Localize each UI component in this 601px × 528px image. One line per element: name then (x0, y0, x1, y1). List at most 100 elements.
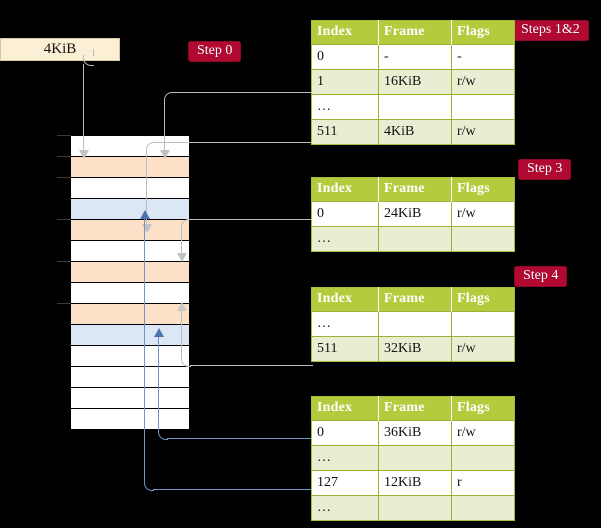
table-cell: 24KiB (378, 201, 452, 227)
table-cell: - (378, 44, 452, 70)
connector-steps12-vertical (164, 100, 165, 155)
table-cell: 4KiB (378, 119, 452, 145)
table-cell (378, 226, 452, 252)
connector-step0-vertical (83, 64, 84, 154)
column-header-frame: Frame (378, 396, 452, 421)
table-cell: 1 (311, 69, 379, 95)
column-header-flags: Flags (451, 177, 515, 202)
memory-frame-row (71, 283, 189, 304)
column-header-index: Index (311, 287, 379, 312)
memory-frame-row (71, 220, 189, 241)
table-cell: r (451, 470, 515, 496)
connector-corner (146, 142, 156, 152)
memory-frame-row (71, 409, 189, 430)
column-header-frame: Frame (378, 20, 452, 45)
memory-tick (57, 303, 71, 304)
table-cell: … (311, 311, 379, 337)
connector-step4-horizontal (190, 365, 313, 366)
connector-blue2-horizontal (153, 489, 313, 490)
table-row: … (311, 94, 515, 120)
connector-step4-vertical (181, 311, 182, 358)
table-cell (451, 311, 515, 337)
memory-frame-row (71, 388, 189, 409)
table-cell (378, 94, 452, 120)
table-row: … (311, 445, 515, 471)
table-cell (378, 495, 452, 521)
table-cell: 12KiB (378, 470, 452, 496)
table-cell: r/w (451, 119, 515, 145)
column-header-frame: Frame (378, 287, 452, 312)
memory-frame-row (71, 262, 189, 283)
memory-frame-row (71, 199, 189, 220)
connector-corner (181, 357, 191, 367)
table-row: 0-- (311, 44, 515, 70)
table-cell: r/w (451, 336, 515, 362)
table-cell: 511 (311, 119, 379, 145)
memory-frame-row (71, 367, 189, 388)
table-cell: 127 (311, 470, 379, 496)
table-row: … (311, 495, 515, 521)
connector-step3-horizontal (190, 219, 313, 220)
column-header-flags: Flags (451, 20, 515, 45)
memory-frame-row (71, 241, 189, 262)
arrow-down-icon (160, 150, 170, 159)
table-cell: … (311, 226, 379, 252)
connector-steps12b-vertical (146, 150, 147, 228)
table-cell: r/w (451, 201, 515, 227)
column-header-index: Index (311, 177, 379, 202)
memory-frame-row (71, 304, 189, 325)
table-cell (451, 445, 515, 471)
memory-frame-row (71, 157, 189, 178)
memory-frame-row (71, 178, 189, 199)
arrow-up-icon (154, 328, 164, 337)
arrow-up-icon (140, 210, 150, 219)
connector-corner (83, 55, 94, 66)
table-cell: … (311, 94, 379, 120)
connector-corner (144, 481, 154, 491)
table-cell: … (311, 495, 379, 521)
source-frame-label: 4KiB (0, 38, 120, 61)
memory-frame-row (71, 346, 189, 367)
connector-corner (181, 219, 191, 229)
table-cell (451, 226, 515, 252)
connector-step0-vertical (93, 49, 94, 56)
table-cell (378, 445, 452, 471)
memory-tick (57, 135, 71, 136)
step-badge-steps-1-2: Steps 1&2 (512, 20, 589, 41)
memory-tick (57, 156, 71, 157)
connector-steps12b-horizontal (155, 142, 315, 143)
table-cell: 36KiB (378, 420, 452, 446)
table-row: … (311, 311, 515, 337)
table-cell: 32KiB (378, 336, 452, 362)
table-cell (451, 495, 515, 521)
table-cell: 16KiB (378, 69, 452, 95)
memory-frame-row (71, 325, 189, 346)
connector-corner (158, 430, 168, 440)
connector-step3-vertical (181, 227, 182, 257)
memory-frame-row (71, 136, 189, 157)
memory-tick (57, 177, 71, 178)
connector-blue-vertical (158, 337, 159, 431)
table-cell: 511 (311, 336, 379, 362)
column-header-flags: Flags (451, 287, 515, 312)
arrow-down-icon (142, 224, 152, 233)
table-cell: … (311, 445, 379, 471)
connector-blue-horizontal (167, 438, 313, 439)
table-cell: 0 (311, 201, 379, 227)
step-badge-step-0: Step 0 (188, 41, 242, 62)
physical-memory-column (70, 135, 190, 430)
column-header-frame: Frame (378, 177, 452, 202)
